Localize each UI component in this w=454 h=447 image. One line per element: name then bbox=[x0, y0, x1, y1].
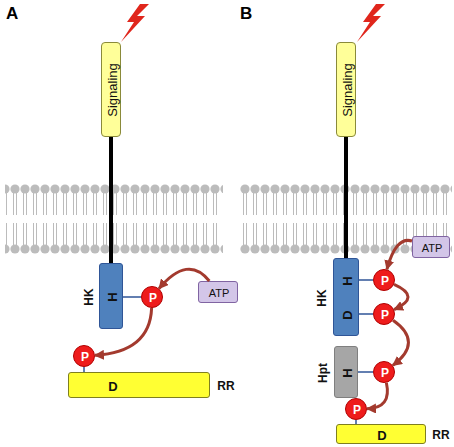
receptor-box: Signaling bbox=[336, 42, 356, 137]
node-label: Hpt bbox=[317, 363, 329, 383]
lightning-bolt bbox=[357, 4, 385, 42]
node-label: ATP bbox=[422, 243, 443, 254]
panel-letter: A bbox=[6, 4, 18, 24]
node-label: HK bbox=[316, 289, 328, 306]
phosphate-circle: P bbox=[373, 361, 395, 383]
kinase-box: HDHK bbox=[333, 258, 359, 336]
node-label: P bbox=[81, 351, 89, 363]
transfer-arrow bbox=[387, 240, 412, 269]
node-label: Signaling bbox=[106, 63, 119, 117]
atp-box: ATP bbox=[412, 236, 450, 258]
node-label: P bbox=[381, 309, 389, 321]
phosphate-circle: P bbox=[373, 269, 395, 291]
node-label: D bbox=[108, 380, 117, 393]
node-label: P bbox=[149, 292, 157, 304]
lightning-bolt bbox=[121, 4, 149, 42]
lipid-bilayer bbox=[5, 183, 223, 255]
phosphate-circle: P bbox=[345, 398, 367, 420]
node-label: ATP bbox=[209, 288, 230, 299]
kinase-box: HHK bbox=[99, 263, 123, 329]
node-label: P bbox=[381, 367, 389, 379]
phosphate-circle: P bbox=[373, 303, 395, 325]
connector-line bbox=[359, 279, 373, 281]
transfer-arrow bbox=[394, 284, 408, 309]
node-label: D bbox=[377, 429, 386, 442]
panel-letter: B bbox=[240, 4, 252, 24]
node-label: RR bbox=[217, 380, 234, 392]
node-label: H bbox=[341, 276, 354, 285]
node-label: HK bbox=[83, 288, 95, 305]
node-label: H bbox=[341, 368, 354, 377]
phosphate-circle: P bbox=[141, 286, 163, 308]
atp-box: ATP bbox=[198, 281, 238, 303]
node-label: P bbox=[353, 404, 361, 416]
transfer-arrow bbox=[393, 320, 409, 365]
phosphotransfer-box: HHpt bbox=[334, 346, 358, 398]
regulator-box: DRR bbox=[336, 424, 426, 444]
connector-line bbox=[109, 137, 113, 263]
transfer-arrow bbox=[367, 383, 387, 409]
regulator-box: DRR bbox=[68, 372, 210, 398]
connector-line bbox=[359, 313, 373, 315]
node-label: P bbox=[381, 275, 389, 287]
connector-line bbox=[123, 296, 141, 298]
node-label: H bbox=[106, 292, 119, 301]
connector-line bbox=[344, 137, 348, 258]
connector-line bbox=[358, 371, 373, 373]
phosphate-circle: P bbox=[73, 345, 95, 367]
node-label: Signaling bbox=[341, 63, 354, 117]
receptor-box: Signaling bbox=[101, 42, 121, 137]
node-label: D bbox=[341, 310, 354, 319]
node-label: RR bbox=[432, 429, 449, 441]
